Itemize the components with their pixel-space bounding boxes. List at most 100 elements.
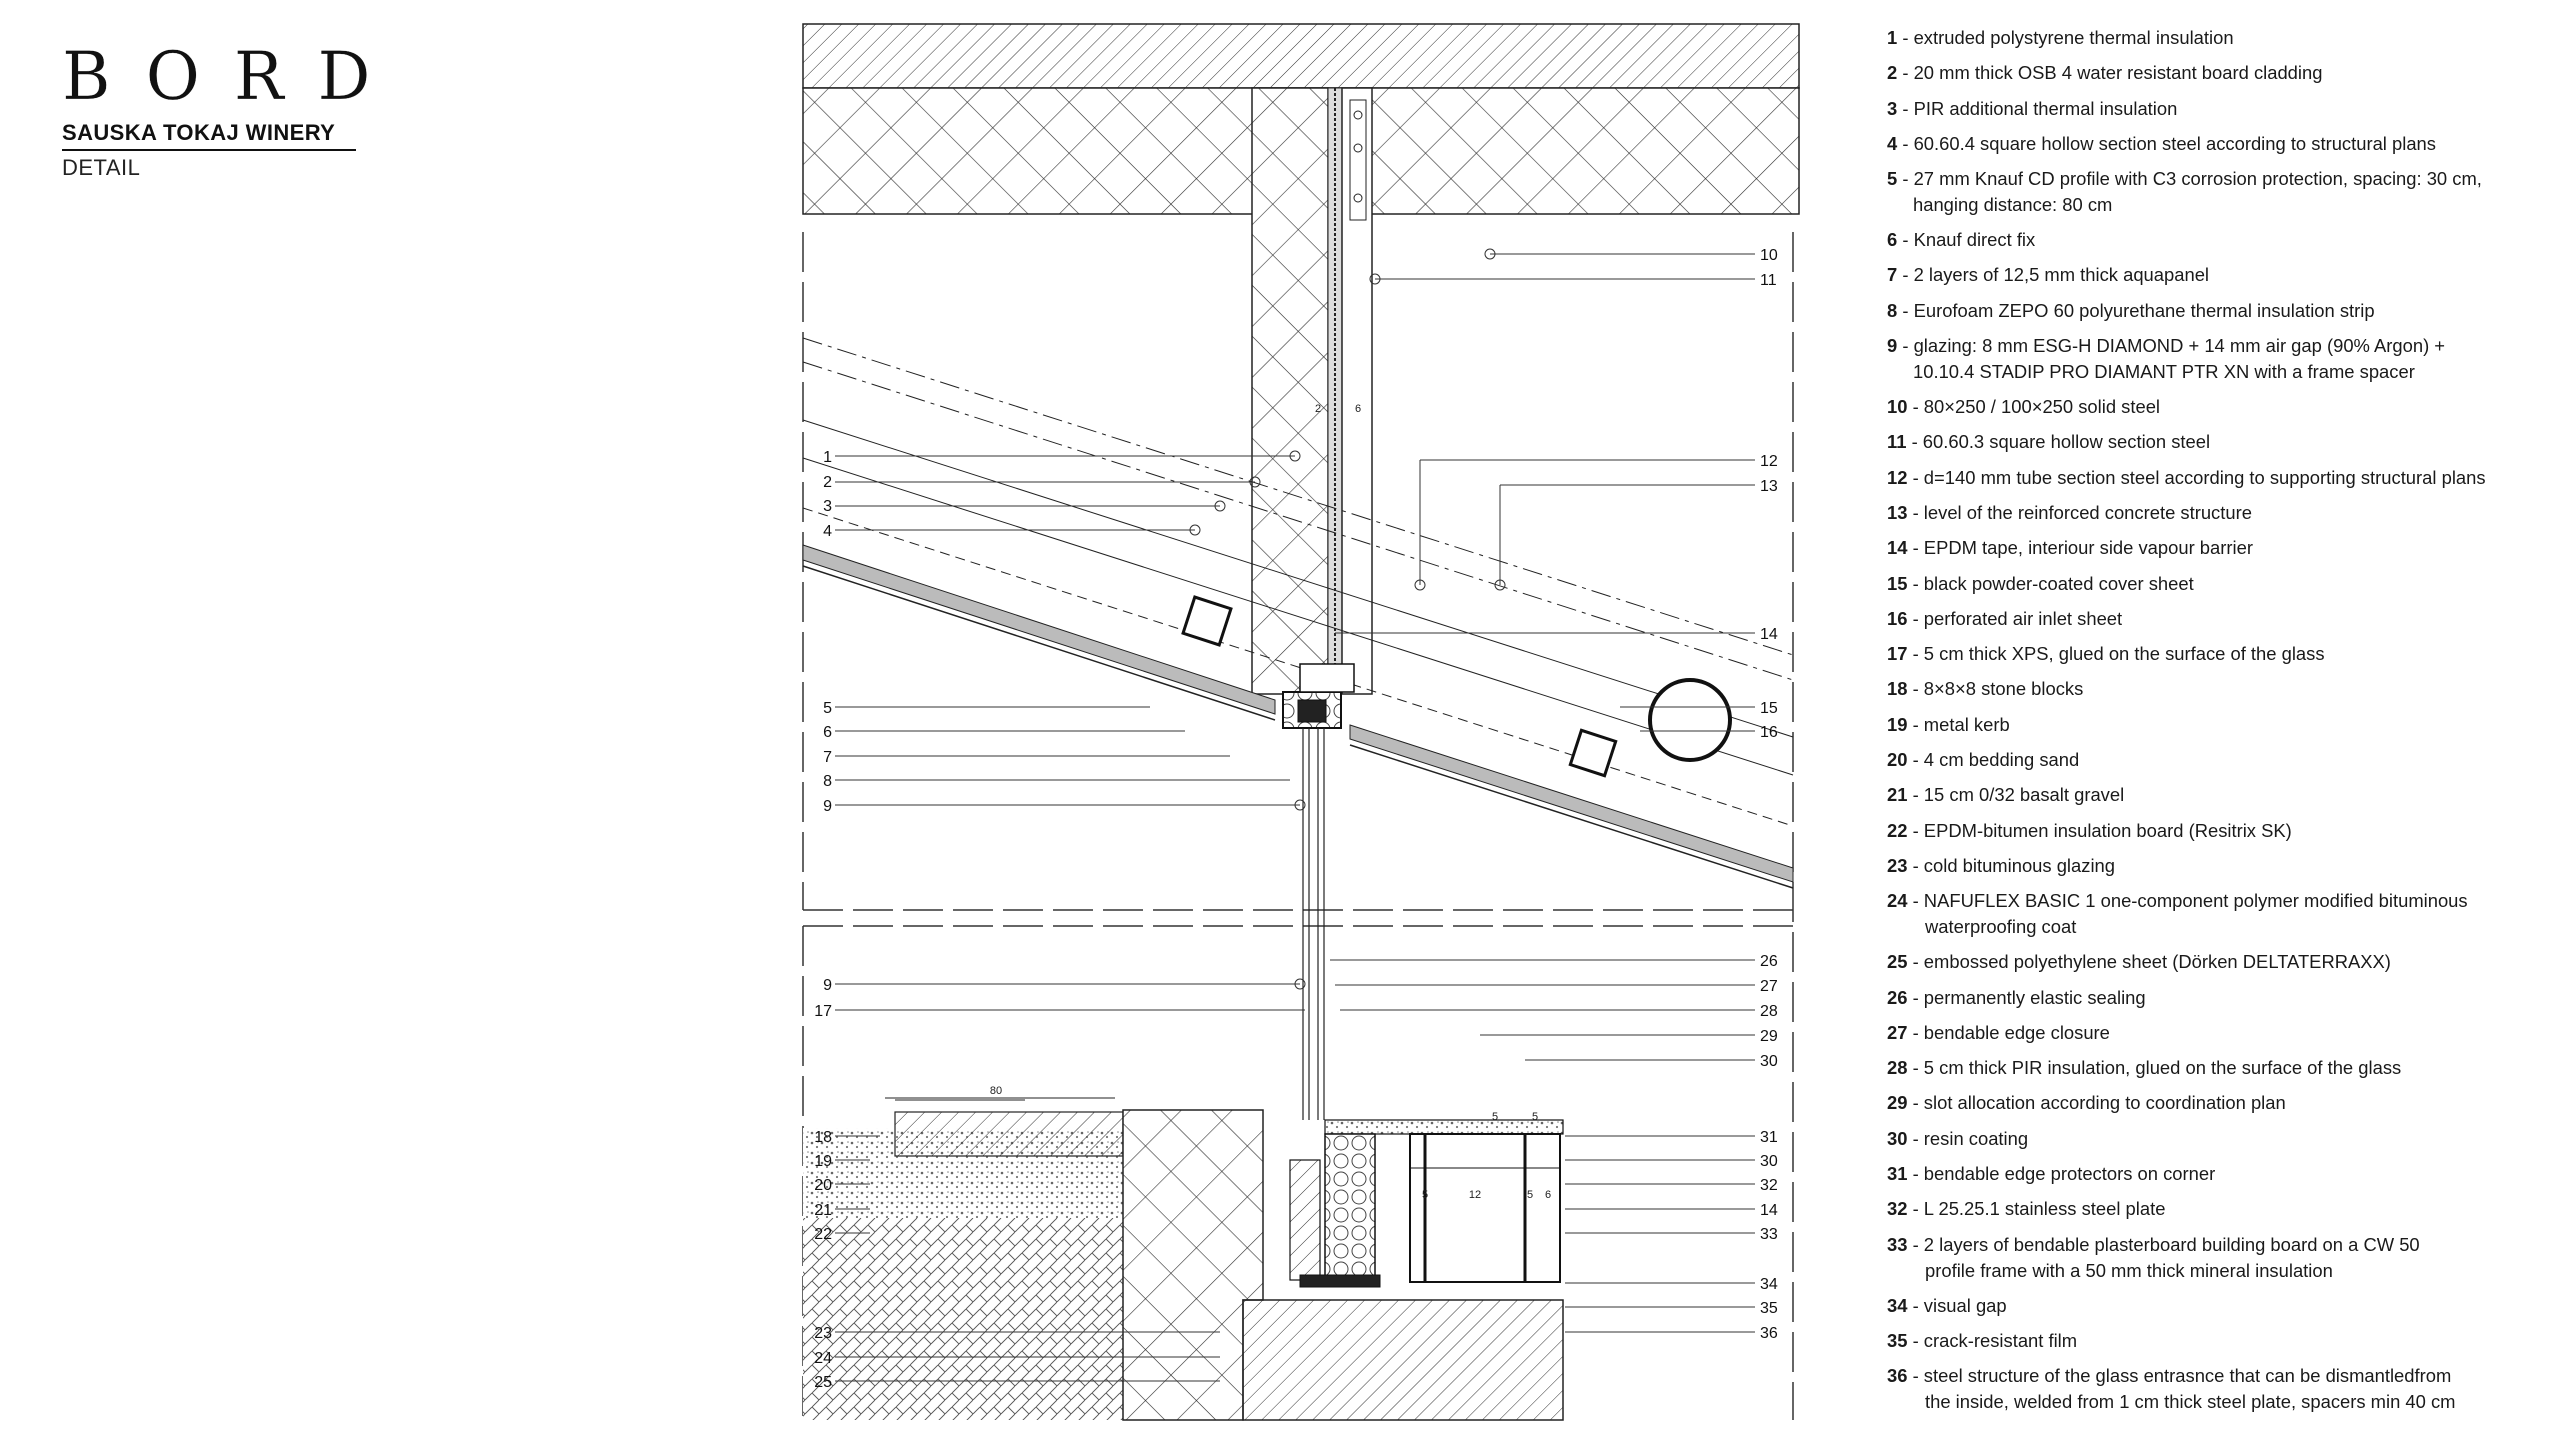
legend-text: - cold bituminous glazing [1907,854,2115,876]
legend-number: 30 [1887,1127,1908,1149]
legend-number: 14 [1887,537,1908,559]
legend-number: 15 [1887,572,1908,594]
legend-item: 17 - 5 cm thick XPS, glued on the surfac… [1887,641,2547,667]
left-callout-numbers: 1 2 3 4 5 6 7 8 9 9 17 18 19 20 21 22 23… [814,449,832,1391]
legend-text: - black powder-coated cover sheet [1907,572,2194,594]
legend-number: 10 [1887,396,1908,418]
legend-text: - 5 cm thick PIR insulation, glued on th… [1907,1057,2402,1079]
legend-number: 35 [1887,1329,1908,1351]
legend-item: 33 - 2 layers of bendable plasterboard b… [1887,1232,2547,1284]
legend-item: 23 - cold bituminous glazing [1887,853,2547,879]
dim-small-b: 2 [1315,403,1321,415]
legend-text: - 15 cm 0/32 basalt gravel [1907,784,2125,806]
callout-21: 21 [814,1202,832,1219]
legend-text: - 20 mm thick OSB 4 water resistant boar… [1897,62,2323,84]
legend-text: - 80×250 / 100×250 solid steel [1907,396,2161,418]
legend-number: 18 [1887,678,1908,700]
legend-text: - embossed polyethylene sheet (Dörken DE… [1907,951,2391,973]
callout-9: 9 [823,798,832,815]
legend-item: 16 - perforated air inlet sheet [1887,606,2547,632]
legend-text: - perforated air inlet sheet [1907,607,2123,629]
legend-number: 2 [1887,62,1898,84]
callout-7: 7 [823,749,832,766]
legend-item: 30 - resin coating [1887,1126,2547,1152]
callout-30b: 30 [1760,1153,1778,1170]
callout-24: 24 [814,1350,832,1367]
vertical-glass [1302,728,1325,1120]
legend-number: 31 [1887,1163,1908,1185]
dim-insul-d: 6 [1545,1189,1551,1201]
dim-gravel-width: 80 [990,1085,1002,1097]
legend-item: 18 - 8×8×8 stone blocks [1887,676,2547,702]
legend-number: 9 [1887,335,1898,357]
legend-text: - permanently elastic sealing [1907,986,2146,1008]
legend-number: 19 [1887,713,1908,735]
legend-item: 27 - bendable edge closure [1887,1020,2547,1046]
legend-text: - 2 layers of 12,5 mm thick aquapanel [1897,264,2210,286]
legend-item: 6 - Knauf direct fix [1887,227,2547,253]
callout-25: 25 [814,1374,832,1391]
dim-insul-b: 12 [1469,1189,1481,1201]
legend-item: 35 - crack-resistant film [1887,1328,2547,1354]
legend-text: - 8×8×8 stone blocks [1907,678,2084,700]
legend-text: - visual gap [1907,1294,2007,1316]
callout-16: 16 [1760,724,1778,741]
right-callout-leaders [1330,248,1755,1333]
legend-text: - bendable edge closure [1907,1021,2110,1043]
legend-number: 20 [1887,749,1908,771]
legend-number: 32 [1887,1198,1908,1220]
legend-text: - glazing: 8 mm ESG-H DIAMOND + 14 mm ai… [1897,335,2446,357]
callout-35: 35 [1760,1300,1778,1317]
callout-13: 13 [1760,478,1778,495]
legend-text: - extruded polystyrene thermal insulatio… [1897,27,2234,48]
callout-18: 18 [814,1129,832,1146]
callout-15: 15 [1760,700,1778,717]
project-title: SAUSKA TOKAJ WINERY [62,120,356,151]
sloped-glazing [802,337,1794,889]
callout-27: 27 [1760,978,1778,995]
legend-item: 4 - 60.60.4 square hollow section steel … [1887,131,2547,157]
legend-text: - crack-resistant film [1907,1329,2078,1351]
legend-item: 5 - 27 mm Knauf CD profile with C3 corro… [1887,166,2547,218]
legend-text: - 60.60.3 square hollow section steel [1906,431,2211,453]
legend-item: 29 - slot allocation according to coordi… [1887,1090,2547,1116]
legend-item: 31 - bendable edge protectors on corner [1887,1161,2547,1187]
legend-item: 25 - embossed polyethylene sheet (Dörken… [1887,949,2547,975]
legend-text: - NAFUFLEX BASIC 1 one-component polymer… [1907,890,2468,912]
legend-item: 1 - extruded polystyrene thermal insulat… [1887,25,2547,51]
legend-item: 2 - 20 mm thick OSB 4 water resistant bo… [1887,60,2547,86]
callout-36: 36 [1760,1325,1778,1342]
legend-item: 32 - L 25.25.1 stainless steel plate [1887,1196,2547,1222]
legend-text: - steel structure of the glass entrasnce… [1907,1365,2452,1387]
legend-text: - 60.60.4 square hollow section steel ac… [1897,132,2436,154]
legend-number: 34 [1887,1294,1908,1316]
entrance-threshold [1289,1119,1564,1288]
legend-number: 6 [1887,229,1898,251]
callout-26: 26 [1760,953,1778,970]
callout-11: 11 [1760,272,1777,289]
legend-text: - metal kerb [1907,713,2010,735]
legend-number: 3 [1887,97,1898,119]
legend-number: 4 [1887,132,1898,154]
legend-text: - Knauf direct fix [1897,229,2036,251]
legend-text: - slot allocation according to coordinat… [1907,1092,2286,1114]
legend-number: 26 [1887,986,1908,1008]
callout-33: 33 [1760,1226,1778,1243]
left-callout-leaders [835,450,1306,1382]
right-callout-numbers: 10 11 12 13 14 15 16 26 27 28 29 30 31 3… [1760,247,1778,1342]
callout-8: 8 [823,773,832,790]
steel-sections [1181,595,1732,778]
legend-text: - EPDM tape, interiour side vapour barri… [1907,537,2253,559]
logo: BORD [62,38,405,115]
callout-20: 20 [814,1177,832,1194]
callout-29: 29 [1760,1028,1778,1045]
callout-5: 5 [823,700,832,717]
legend-number: 11 [1887,431,1907,453]
dim-small-a: 6 [1355,403,1361,415]
callout-22: 22 [814,1226,832,1243]
legend-text: - level of the reinforced concrete struc… [1907,501,2252,523]
callout-12: 12 [1760,453,1778,470]
callout-30: 30 [1760,1053,1778,1070]
callout-14: 14 [1760,626,1778,643]
legend-item: 14 - EPDM tape, interiour side vapour ba… [1887,535,2547,561]
